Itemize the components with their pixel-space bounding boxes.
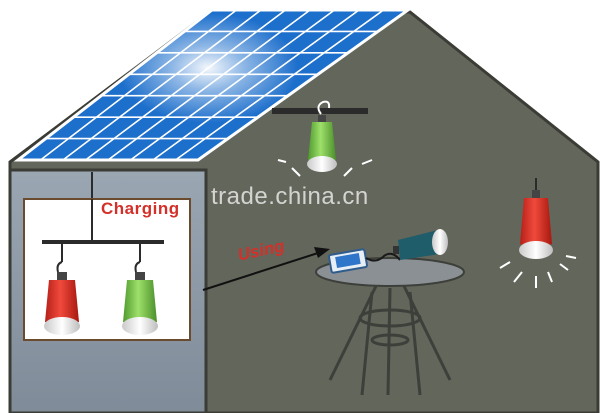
charging-label: Charging: [101, 199, 180, 218]
phone: [328, 248, 368, 274]
solar-panel: [13, 8, 413, 162]
light-rays-green: [277, 159, 373, 177]
watermark: trade.china.cn: [211, 183, 369, 210]
usage-arrow: [202, 247, 330, 291]
lamp-red-charging: [44, 261, 80, 335]
lamp-green-ceiling: [307, 115, 337, 172]
charging-cable: [365, 252, 401, 262]
lamp-green-charging: [122, 261, 158, 335]
lamp-teal-table: [393, 229, 448, 260]
light-rays-red: [499, 255, 577, 288]
ceiling-hanger-green: [272, 100, 368, 115]
lamp-red-right: [519, 178, 553, 259]
